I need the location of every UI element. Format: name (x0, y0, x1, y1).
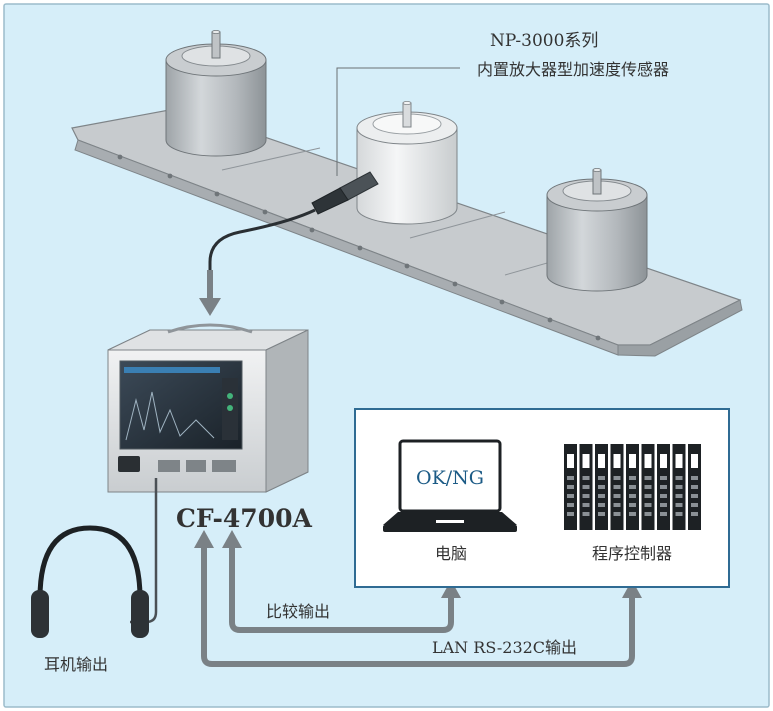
plc-module-indicator (613, 494, 621, 498)
plc-module-indicator (675, 512, 683, 516)
plc-module-indicator (613, 485, 621, 489)
headphones-output-label: 耳机输出 (44, 655, 108, 674)
plc-module-indicator (567, 494, 574, 498)
sensor-to-device-arrow (199, 270, 221, 316)
lan-output-line (194, 530, 642, 667)
sensor-series-label: NP-3000系列 (490, 31, 598, 51)
plc-module-indicator (567, 503, 574, 507)
plc-module-indicator (613, 503, 621, 507)
plc-module-slot (567, 454, 574, 468)
plc-module-slot (675, 454, 683, 468)
plc-module-slot (691, 454, 698, 468)
plc-module-indicator (629, 494, 636, 498)
plc-module-slot (598, 454, 605, 468)
motor-left (165, 29, 267, 157)
plc-module-indicator (691, 512, 698, 516)
plc-module-slot (660, 454, 667, 468)
pc-screen-text: OK/NG (416, 467, 484, 489)
plc-module-indicator (598, 476, 605, 480)
plc-module-slot (644, 454, 652, 468)
plc-module-indicator (691, 503, 698, 507)
cf-4700a-device (107, 323, 309, 493)
plc-module-indicator (582, 476, 590, 480)
lan-output-label: LAN RS-232C输出 (432, 638, 577, 657)
plc-module-indicator (598, 485, 605, 489)
plc-module-indicator (598, 512, 605, 516)
motor-middle (356, 101, 458, 225)
plc-module-indicator (675, 485, 683, 489)
plc-module-indicator (613, 476, 621, 480)
plc-module-indicator (567, 512, 574, 516)
plc-module-indicator (629, 503, 636, 507)
plc-module-indicator (675, 494, 683, 498)
plc-module-indicator (629, 485, 636, 489)
plc-module-indicator (660, 494, 667, 498)
comparison-output-label: 比较输出 (266, 602, 330, 621)
plc-module-indicator (644, 494, 652, 498)
plc-icon (564, 444, 701, 530)
plc-module-slot (582, 454, 590, 468)
plc-module-indicator (629, 476, 636, 480)
accelerometer-sensor (208, 171, 379, 300)
laptop-icon (383, 439, 517, 532)
plc-module-indicator (567, 485, 574, 489)
plc-module-slot (613, 454, 621, 468)
plc-module-indicator (660, 485, 667, 489)
plc-module-indicator (644, 476, 652, 480)
plc-module-indicator (582, 485, 590, 489)
plc-module-indicator (582, 494, 590, 498)
plc-module-indicator (567, 476, 574, 480)
plc-module-indicator (644, 503, 652, 507)
plc-module-indicator (691, 494, 698, 498)
sensor-description-label: 内置放大器型加速度传感器 (477, 60, 669, 79)
plc-module-indicator (644, 512, 652, 516)
plc-module-indicator (598, 503, 605, 507)
plc-module-indicator (582, 512, 590, 516)
plc-module-indicator (660, 476, 667, 480)
headphones-icon (31, 525, 149, 638)
plc-label: 程序控制器 (592, 544, 672, 563)
pc-label: 电脑 (435, 544, 467, 563)
plc-module-indicator (660, 512, 667, 516)
plc-module-indicator (644, 485, 652, 489)
plc-module-indicator (629, 512, 636, 516)
plc-module-indicator (660, 503, 667, 507)
plc-module-indicator (675, 476, 683, 480)
comparison-output-line (222, 530, 461, 633)
plc-module-indicator (613, 512, 621, 516)
sensor-leader-line (336, 67, 460, 176)
device-model-label: CF-4700A (176, 504, 312, 533)
plc-module-indicator (582, 503, 590, 507)
plc-module-indicator (691, 485, 698, 489)
plc-module-indicator (691, 476, 698, 480)
plc-module-indicator (598, 494, 605, 498)
plc-module-slot (629, 454, 636, 468)
motor-right (546, 167, 648, 292)
plc-module-indicator (675, 503, 683, 507)
